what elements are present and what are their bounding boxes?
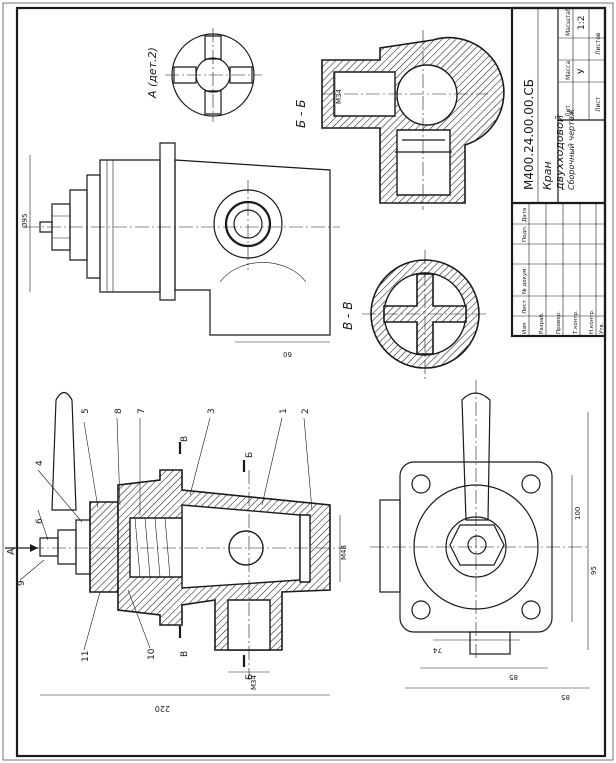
dim-74: 74 xyxy=(433,646,442,654)
svg-text:Разраб.: Разраб. xyxy=(539,312,545,334)
svg-text:Н.контр.: Н.контр. xyxy=(589,309,595,334)
designation: М400.24.00.00.СБ xyxy=(522,79,536,190)
svg-text:Дата: Дата xyxy=(522,208,528,222)
callout-2: 2 xyxy=(301,408,311,414)
section-bb: М34 Б - Б xyxy=(294,30,505,210)
name-line2: двухходовой xyxy=(553,115,566,191)
drawing-frame xyxy=(15,6,607,758)
callout-9: 9 xyxy=(17,580,27,586)
label-section-vv: В - В xyxy=(341,302,355,330)
top-view: 100 95 74 85 85 xyxy=(370,380,598,701)
dim-220: 220 xyxy=(155,704,170,713)
lit-value: У xyxy=(577,68,587,74)
signature-roles: Разраб. Провер. Т.контр. Н.контр. Утв. xyxy=(539,309,605,335)
callout-11: 11 xyxy=(81,651,91,662)
col-lit: Лит xyxy=(565,105,572,117)
side-view: Ø95 60 xyxy=(21,142,340,358)
doc-type: Сборочный чертеж xyxy=(567,108,576,190)
name-line1: Кран xyxy=(541,161,554,190)
dim-98: 85 xyxy=(561,693,570,701)
main-section: М48 220 М34 В Б В Б А 1 2 3 4 5 6 7 8 9 … xyxy=(5,391,348,713)
title-block: М400.24.00.00.СБ Кран двухходовой Сбороч… xyxy=(510,6,607,338)
cut-b-top: Б xyxy=(245,452,255,458)
dim-60: 60 xyxy=(283,350,292,358)
view-a-detail: А (дет.2) xyxy=(146,28,262,122)
section-vv: В - В xyxy=(341,250,488,380)
col-mass: Масса xyxy=(565,61,572,80)
svg-text:Изм: Изм xyxy=(522,323,528,334)
dim-m34-bb: М34 xyxy=(335,89,343,104)
callout-4: 4 xyxy=(35,460,45,466)
svg-text:№ докум.: № докум. xyxy=(522,267,528,294)
callout-6: 6 xyxy=(35,518,45,524)
view-arrow-a: А xyxy=(6,548,17,555)
col-scale: Масштаб xyxy=(565,7,572,36)
callout-10: 10 xyxy=(147,648,157,660)
scale-value: 1:2 xyxy=(577,16,587,30)
svg-text:Лист: Лист xyxy=(522,299,528,314)
cut-v-top: В xyxy=(180,436,190,442)
dim-m48: М48 xyxy=(340,545,348,560)
dim-d95: Ø95 xyxy=(21,214,29,228)
callout-1: 1 xyxy=(279,408,289,414)
dim-100: 100 xyxy=(574,507,582,520)
svg-text:Утв.: Утв. xyxy=(599,322,605,334)
dim-m34-main: М34 xyxy=(250,675,258,690)
sheets-label: Листов xyxy=(595,32,602,55)
label-section-bb: Б - Б xyxy=(294,100,308,128)
callout-numbers: 1 2 3 4 5 6 7 8 9 10 11 xyxy=(17,408,311,662)
svg-text:Т.контр.: Т.контр. xyxy=(573,310,579,335)
callout-7: 7 xyxy=(137,408,147,414)
callout-8: 8 xyxy=(114,408,124,414)
svg-text:Провер.: Провер. xyxy=(556,311,562,334)
dim-85: 85 xyxy=(509,673,518,681)
callout-3: 3 xyxy=(207,408,217,414)
svg-text:Подп.: Подп. xyxy=(522,225,528,242)
dim-95: 95 xyxy=(590,566,598,575)
sheet-label: Лист xyxy=(595,96,602,112)
signature-headers: Изм Лист № докум. Подп. Дата xyxy=(522,208,528,334)
cut-b-bottom: Б xyxy=(245,674,255,680)
cut-v-bottom: В xyxy=(180,651,190,657)
callout-5: 5 xyxy=(81,408,91,414)
label-view-a: А (дет.2) xyxy=(146,47,159,99)
